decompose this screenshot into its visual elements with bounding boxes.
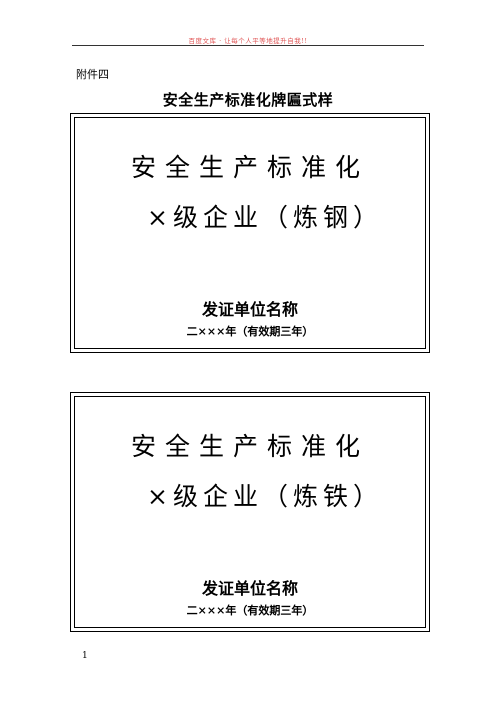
attachment-label: 附件四 <box>76 68 109 81</box>
plaque-sample-steelmaking: 安全生产标准化 ×级企业（炼钢） 发证单位名称 二×××年（有效期三年） <box>70 113 430 353</box>
plaque-validity: 二×××年（有效期三年） <box>186 604 314 617</box>
plaque-validity: 二×××年（有效期三年） <box>186 325 314 338</box>
page-number: 1 <box>82 651 88 661</box>
page-title: 安全生产标准化牌匾式样 <box>162 91 334 109</box>
plaque-sample-ironmaking: 安全生产标准化 ×级企业（炼铁） 发证单位名称 二×××年（有效期三年） <box>70 392 430 632</box>
plaque-line1: 安全生产标准化 <box>131 432 370 461</box>
plaque-line2: ×级企业（炼钢） <box>147 203 383 232</box>
plaque-line2: ×级企业（炼铁） <box>147 482 383 511</box>
plaque-inner-border: 安全生产标准化 ×级企业（炼铁） 发证单位名称 二×××年（有效期三年） <box>74 396 426 628</box>
header-watermark: 百度文库 · 让每个人平等地提升自我!! <box>188 37 308 45</box>
plaque-issuer: 发证单位名称 <box>201 579 298 598</box>
plaque-inner-border: 安全生产标准化 ×级企业（炼钢） 发证单位名称 二×××年（有效期三年） <box>74 117 426 349</box>
plaque-issuer: 发证单位名称 <box>201 300 298 319</box>
header-divider <box>72 45 424 46</box>
plaque-line1: 安全生产标准化 <box>131 153 370 182</box>
